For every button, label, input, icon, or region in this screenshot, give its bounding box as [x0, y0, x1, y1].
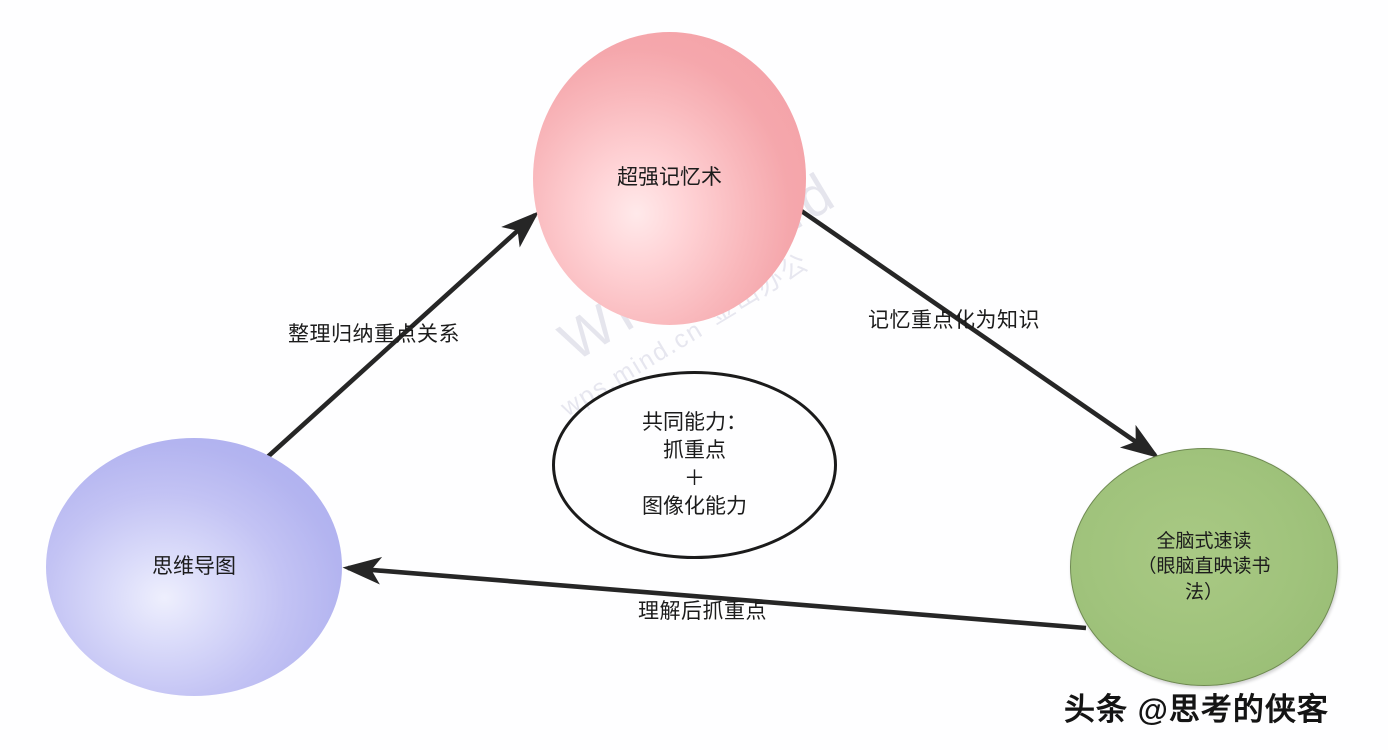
node-mindmap[interactable]: 思维导图 — [46, 438, 342, 696]
node-speedread[interactable]: 全脑式速读 （眼脑直映读书 法） — [1070, 448, 1338, 686]
arrow-speedread-to-mindmap — [342, 556, 1087, 631]
arrow-mindmap-to-memory — [260, 211, 540, 464]
edge-label-mindmap-to-memory: 整理归纳重点关系 — [288, 323, 460, 346]
node-common-ability[interactable]: 共同能力： 抓重点 ＋ 图像化能力 — [552, 371, 837, 559]
edge-label-memory-to-speedread: 记忆重点化为知识 — [868, 309, 1040, 332]
node-memory-label: 超强记忆术 — [617, 166, 722, 190]
node-memory[interactable]: 超强记忆术 — [533, 32, 806, 325]
node-common-ability-label: 共同能力： 抓重点 ＋ 图像化能力 — [642, 410, 747, 519]
arrow-memory-to-speedread — [798, 208, 1160, 459]
node-mindmap-label: 思维导图 — [152, 554, 236, 578]
node-speedread-label: 全脑式速读 （眼脑直映读书 法） — [1137, 530, 1271, 603]
edge-label-speedread-to-mindmap: 理解后抓重点 — [638, 600, 767, 623]
attribution-text: 头条 @思考的侠客 — [1064, 692, 1329, 727]
